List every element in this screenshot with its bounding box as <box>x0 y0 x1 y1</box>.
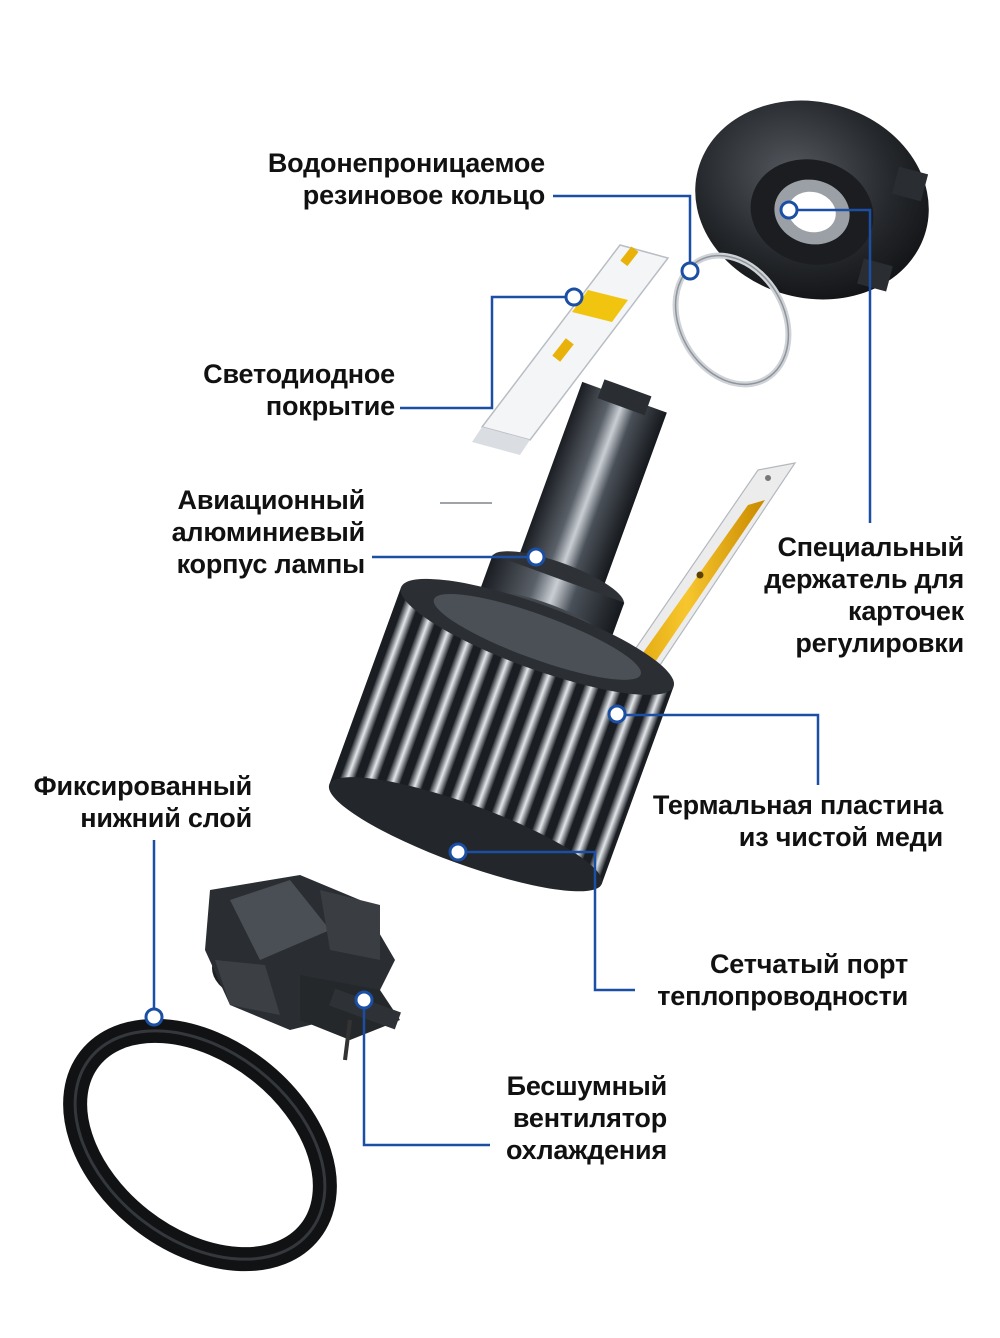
label-rubber-ring: Водонепроницаемое резиновое кольцо <box>245 147 545 211</box>
label-mesh-port-line-2: теплопроводности <box>657 981 908 1011</box>
label-aluminum-body-line-3: корпус лампы <box>176 549 366 579</box>
label-aluminum-body-line-2: алюминиевый <box>171 517 366 547</box>
label-fan-line-2: вентилятор <box>512 1103 667 1133</box>
label-copper-plate: Термальная пластина из чистой меди <box>625 789 943 853</box>
adjustment-card-holder <box>695 100 929 300</box>
callout-dots <box>144 200 799 1027</box>
silent-cooling-fan <box>205 875 401 1061</box>
label-rubber-ring-line-2: резиновое кольцо <box>302 180 545 210</box>
label-copper-plate-line-1: Термальная пластина <box>652 790 943 820</box>
aluminum-lamp-body <box>328 379 675 892</box>
label-fixed-layer-line-2: нижний слой <box>80 803 252 833</box>
label-fan-line-1: Бесшумный <box>506 1071 668 1101</box>
label-fixed-layer-line-1: Фиксированный <box>33 771 253 801</box>
label-aluminum-body-line-1: Авиационный <box>177 485 366 515</box>
label-holder-line-2: держатель для <box>764 564 964 594</box>
label-holder-line-1: Специальный <box>777 532 964 562</box>
label-aluminum-body: Авиационный алюминиевый корпус лампы <box>110 484 366 580</box>
label-led-coating-line-1: Светодиодное <box>203 359 395 389</box>
label-mesh-port: Сетчатый порт теплопроводности <box>640 948 908 1012</box>
label-holder-line-3: карточек <box>848 596 964 626</box>
label-led-coating: Светодиодное покрытие <box>135 358 395 422</box>
fixed-bottom-ring <box>63 1018 337 1272</box>
label-holder-line-4: регулировки <box>795 628 964 658</box>
label-rubber-ring-line-1: Водонепроницаемое <box>267 148 545 178</box>
waterproof-rubber-ring <box>672 252 792 388</box>
label-mesh-port-line-1: Сетчатый порт <box>709 949 908 979</box>
led-coating-strip <box>440 244 670 504</box>
label-fixed-layer: Фиксированный нижний слой <box>0 770 253 834</box>
label-holder: Специальный держатель для карточек регул… <box>700 531 964 659</box>
label-fan: Бесшумный вентилятор охлаждения <box>470 1070 667 1166</box>
label-copper-plate-line-2: из чистой меди <box>738 822 943 852</box>
label-fan-line-3: охлаждения <box>506 1135 667 1165</box>
callout-lines <box>152 194 872 1147</box>
label-led-coating-line-2: покрытие <box>265 391 395 421</box>
